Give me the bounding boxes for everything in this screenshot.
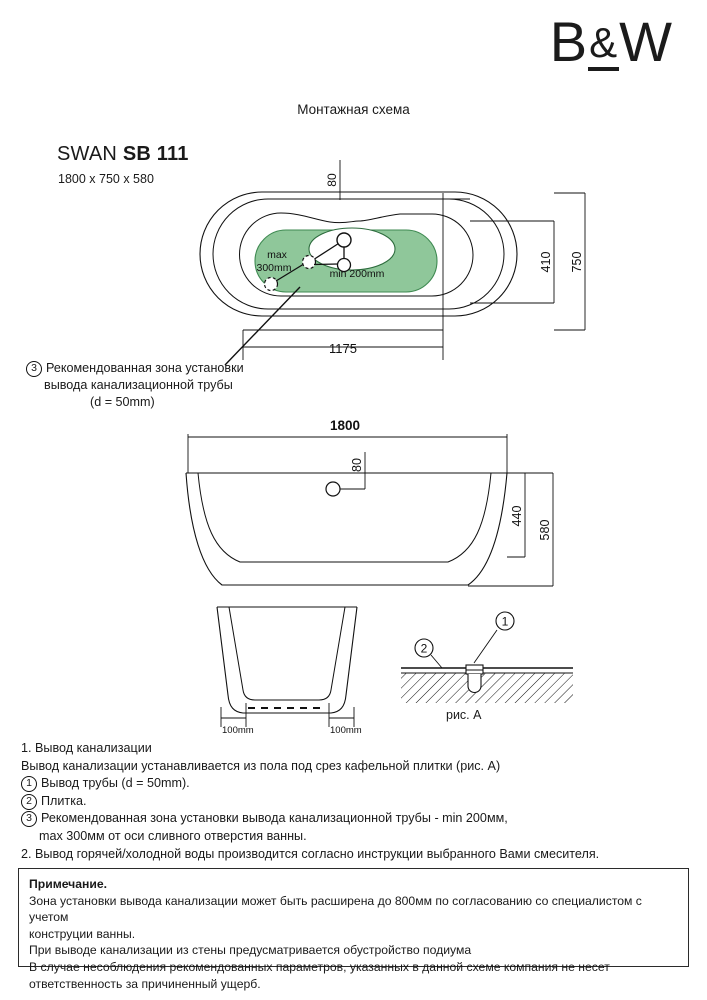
zone-callout-line2: вывода канализационной трубы [44,378,233,392]
top-view-dim-750: 750 [570,252,584,273]
zone-callout-legend: 3 Рекомендованная зона установки вывода к… [26,360,326,411]
remark-line-2: конструции ванны. [29,926,136,941]
max-distance-node [301,254,317,270]
label-max-value: 300mm [256,262,291,274]
remark-box: Примечание. Зона установки вывода канали… [18,868,689,991]
side-view-dim-580: 580 [538,520,552,541]
callout-1-circle [495,611,515,631]
side-view-dim-80: 80 [350,458,364,472]
note-item-1-text: Вывод канализации устанавливается из пол… [21,758,501,773]
bath-inner-profile [197,472,492,563]
pipe-collar [465,664,484,675]
model-name: SWAN SB 111 [57,143,189,166]
model-name-text: SWAN SB 111 [57,143,189,165]
logo-letter-w: W [619,10,673,73]
note-bullet-1: 1 Вывод трубы (d = 50mm). [21,775,693,793]
remark-title: Примечание. [29,877,108,891]
overflow-hole-circle [325,481,341,497]
sheet-title: Монтажная схема [297,102,410,117]
end-view-dim-right: 100mm [330,725,362,736]
zone-callout-number: 3 [26,361,42,377]
note-bullet-2-text: Плитка. [41,793,87,808]
end-view-inner-profile [228,606,346,701]
note-item-2-text: 2. Вывод горячей/холодной воды производи… [21,846,600,861]
top-view-dim-80: 80 [325,173,339,187]
floor-hatch-area [401,673,573,703]
zone-callout-line1: Рекомендованная зона установки [46,361,244,375]
callout-2-label: 2 [421,642,428,656]
side-view-dim-440: 440 [510,506,524,527]
remark-line-1: Зона установки вывода канализации может … [29,893,642,925]
remark-line-3: При выводе канализации из стены предусма… [29,943,472,958]
side-view-dim-1800: 1800 [330,418,360,433]
note-bullet-3-number: 3 [21,811,37,828]
note-bullet-3-text: Рекомендованная зона установки вывода ка… [41,811,508,826]
callout-1-label: 1 [502,615,509,629]
remark-line-5: ответственность за причиненный ущерб. [29,976,261,991]
end-view-outer-profile [216,606,358,714]
callout-2-circle [414,638,434,658]
drain-hole-circle [336,232,352,248]
notes-list: 1. Вывод канализации Вывод канализации у… [21,740,693,863]
recommended-zone-area [254,229,438,293]
zone-leader-line [224,286,301,366]
top-view-dim-1175: 1175 [329,341,357,356]
remark-line-4: В случае несоблюдения рекомендованных па… [29,959,610,974]
end-view-dim-left: 100mm [222,725,254,736]
top-view-dim-410: 410 [539,252,553,273]
brand-logo: B&W [550,14,673,71]
label-max: max [267,249,288,261]
max-distance-outer-node [263,276,279,292]
logo-ampersand: & [588,19,620,71]
note-bullet-2-number: 2 [21,793,37,810]
note-bullet-1-number: 1 [21,776,37,793]
note-bullet-2: 2 Плитка. [21,793,693,811]
note-bullet-3: 3 Рекомендованная зона установки вывода к… [21,810,693,828]
zone-callout-line3: (d = 50mm) [90,395,155,409]
logo-letter-b: B [549,10,589,73]
model-dimensions: 1800 x 750 x 580 [58,172,154,186]
note-item-1-title: 1. Вывод канализации [21,741,152,755]
note-bullet-1-text: Вывод трубы (d = 50mm). [41,776,190,791]
label-min: min 200mm [330,268,385,280]
min-distance-node [336,257,352,273]
bath-bottom-ellipse [308,227,396,271]
figure-a-caption: рис. А [446,708,482,722]
drain-pipe [467,674,482,694]
note-bullet-3-continued: max 300мм от оси сливного отверстия ванн… [39,828,307,843]
bath-outer-profile [185,472,508,586]
